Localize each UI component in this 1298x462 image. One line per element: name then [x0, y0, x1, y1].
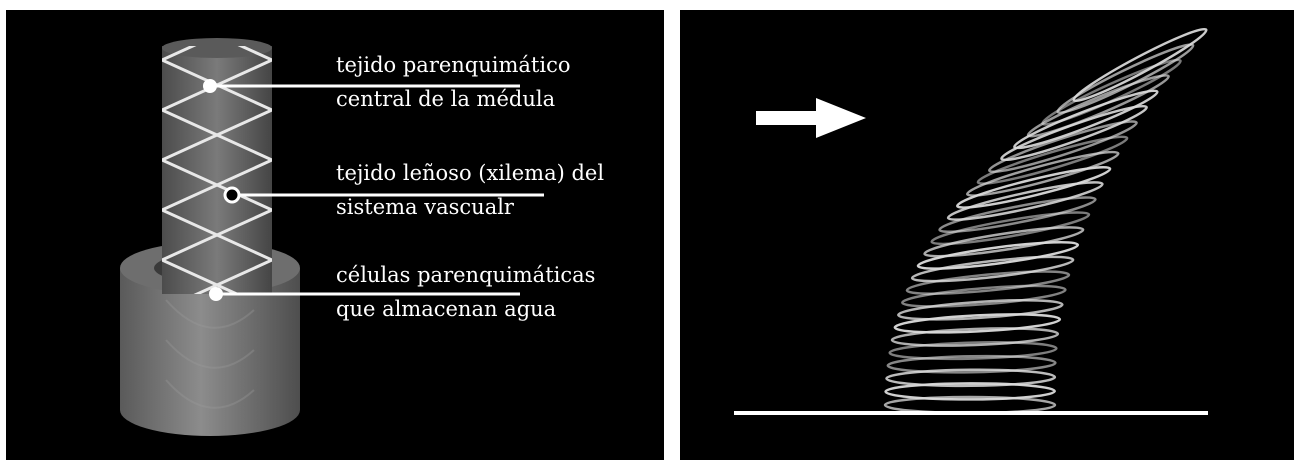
- spring-coil: [905, 270, 1071, 295]
- label-storage-line1: células parenquimáticas: [336, 263, 596, 287]
- marker-storage: [209, 287, 223, 301]
- spring-coil: [930, 211, 1091, 246]
- label-xylem-line2: sistema vascualr: [336, 195, 514, 219]
- spring-coil: [886, 354, 1057, 374]
- spring-coil: [1026, 74, 1170, 138]
- bending-spring-panel: [680, 10, 1294, 460]
- spring-coil: [910, 255, 1075, 283]
- label-pith: tejido parenquimático central de la médu…: [336, 48, 571, 116]
- spring-coil: [1041, 58, 1182, 126]
- spring-coil: [888, 341, 1058, 361]
- spring-coil: [938, 196, 1097, 234]
- spring-coil: [901, 284, 1067, 308]
- label-storage: células parenquimáticas que almacenan ag…: [336, 258, 595, 326]
- spring-coil: [1072, 27, 1208, 103]
- label-xylem-line1: tejido leñoso (xilema) del: [336, 161, 605, 185]
- spring-coil: [897, 299, 1064, 321]
- pith-column: [162, 46, 272, 294]
- force-arrow: [756, 98, 866, 138]
- label-pith-line1: tejido parenquimático: [336, 53, 571, 77]
- spring-helix: [883, 27, 1208, 415]
- label-xylem: tejido leñoso (xilema) del sistema vascu…: [336, 156, 604, 224]
- spring-coil: [923, 226, 1085, 258]
- label-storage-line2: que almacenan agua: [336, 297, 557, 321]
- spring-coil: [1056, 43, 1195, 114]
- label-pith-line2: central de la médula: [336, 87, 556, 111]
- marker-xylem: [223, 186, 241, 204]
- stem-illustration: [120, 38, 544, 436]
- spring-coil: [946, 181, 1104, 221]
- spring-coil: [893, 313, 1062, 334]
- marker-pith: [203, 79, 217, 93]
- spring-coil: [884, 382, 1056, 401]
- stem-cross-section-panel: tejido parenquimático central de la médu…: [6, 10, 664, 460]
- spring-coil: [885, 368, 1057, 388]
- storage-cylinder: [120, 268, 300, 436]
- spring-illustration: [734, 27, 1208, 415]
- spring-coil: [916, 240, 1080, 270]
- spring-coil: [890, 327, 1060, 347]
- spring-coil: [956, 165, 1112, 209]
- spring-coil: [976, 135, 1129, 185]
- spring-coil: [988, 120, 1138, 174]
- spring-coil: [965, 150, 1120, 197]
